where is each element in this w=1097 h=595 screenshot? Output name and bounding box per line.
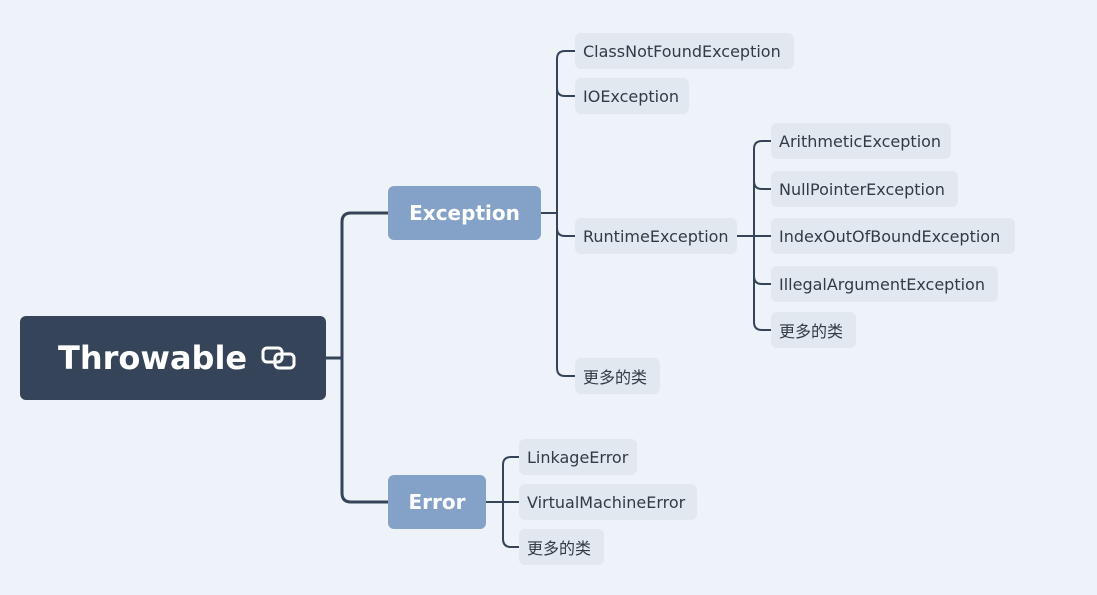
node-class-not-found-exception[interactable]: ClassNotFoundException (575, 33, 794, 69)
connector-runtime-more (753, 321, 771, 331)
node-label: LinkageError (527, 447, 629, 467)
node-label: VirtualMachineError (527, 492, 686, 512)
link-icon[interactable] (261, 345, 297, 371)
node-label: ArithmeticException (779, 131, 942, 151)
connector-exception-runtime (556, 227, 575, 237)
node-label: NullPointerException (779, 179, 945, 199)
node-runtime-exception[interactable]: RuntimeException (575, 218, 737, 254)
node-error[interactable]: Error (388, 475, 486, 529)
node-illegal-argument-exception[interactable]: IllegalArgumentException (771, 266, 998, 302)
node-null-pointer-exception[interactable]: NullPointerException (771, 171, 958, 207)
node-label: 更多的类 (779, 322, 844, 341)
node-linkage-error[interactable]: LinkageError (519, 439, 637, 475)
node-label: IllegalArgumentException (779, 274, 985, 294)
node-io-exception[interactable]: IOException (575, 78, 689, 114)
node-label: 更多的类 (527, 539, 592, 558)
node-error-more-classes[interactable]: 更多的类 (519, 529, 604, 565)
connector-error-more (502, 538, 519, 548)
node-index-out-of-bound-exception[interactable]: IndexOutOfBoundException (771, 218, 1015, 254)
node-exception-label: Exception (409, 201, 520, 225)
node-virtual-machine-error[interactable]: VirtualMachineError (519, 484, 697, 520)
node-exception[interactable]: Exception (388, 186, 541, 240)
connector-root-error (340, 358, 388, 504)
root-label: Throwable (58, 339, 248, 377)
node-label: IndexOutOfBoundException (779, 226, 1001, 246)
node-label: IOException (583, 86, 680, 106)
node-exception-more-classes[interactable]: 更多的类 (575, 358, 660, 394)
node-runtime-more-classes[interactable]: 更多的类 (771, 312, 856, 348)
connector-runtime-illegal (753, 275, 771, 285)
root-node-throwable[interactable]: Throwable (20, 316, 326, 400)
connector-exception-more (556, 367, 575, 377)
connector-runtime-arithmetic (753, 140, 771, 150)
node-label: RuntimeException (583, 226, 729, 246)
connector-exception-classnotfound (556, 50, 575, 60)
connector-root-exception (340, 211, 388, 358)
node-arithmetic-exception[interactable]: ArithmeticException (771, 123, 951, 159)
connector-error-linkage (502, 456, 519, 466)
node-label: ClassNotFoundException (583, 41, 781, 61)
node-error-label: Error (408, 490, 466, 514)
node-label: 更多的类 (583, 368, 648, 387)
connector-exception-io (556, 87, 575, 97)
connector-runtime-nullpointer (753, 180, 771, 190)
